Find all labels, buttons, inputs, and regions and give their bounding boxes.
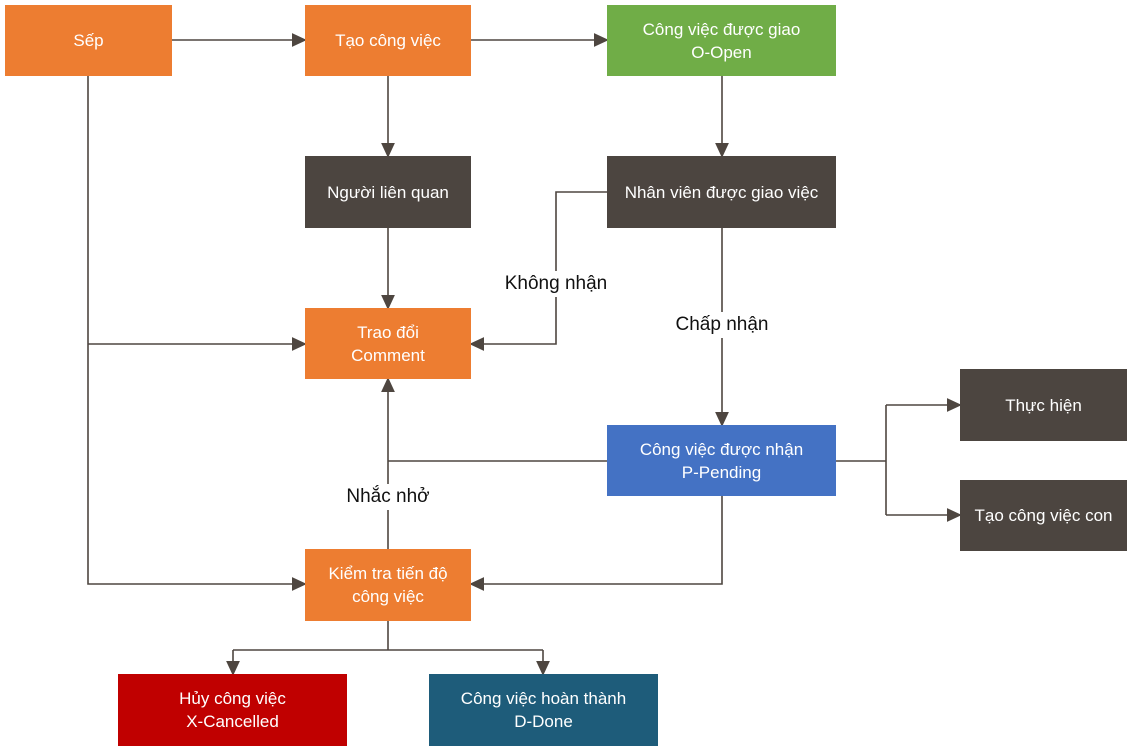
node-status: D-Done	[514, 712, 573, 731]
node-label: Nhân viên được giao việc	[624, 182, 819, 202]
node-sep: Sếp	[5, 5, 172, 76]
node-nguoi-lien-quan: Người liên quan	[305, 156, 471, 228]
edge-label-khong-nhan: Không nhận	[501, 271, 611, 297]
node-label: Công việc được nhận	[639, 439, 804, 459]
node-huy-cong-viec: Hủy công việc X-Cancelled	[118, 674, 347, 746]
node-label: Trao đổi	[357, 322, 419, 342]
node-cong-viec-hoan-thanh: Công việc hoàn thành D-Done	[429, 674, 658, 746]
node-label: Tạo công việc	[335, 31, 441, 50]
edge-label-chap-nhan: Chấp nhận	[672, 312, 772, 338]
arrow-sep-to-kiem-tra	[87, 76, 305, 584]
node-label: Sếp	[73, 31, 104, 50]
node-sublabel: Comment	[351, 345, 425, 365]
node-label: Kiểm tra tiến độ	[328, 564, 448, 583]
arrow-duoc-nhan-to-kiem-tra	[471, 496, 723, 584]
node-trao-doi: Trao đổi Comment	[305, 308, 471, 379]
edge-label-nhac-nho: Nhắc nhở	[343, 484, 433, 510]
node-status: P-Pending	[681, 462, 762, 482]
node-kiem-tra-tien-do: Kiểm tra tiến độ công việc	[305, 549, 471, 621]
node-label: Người liên quan	[327, 182, 449, 202]
node-label: Công việc hoàn thành	[460, 689, 627, 708]
node-sublabel: công việc	[352, 587, 424, 606]
node-cong-viec-duoc-nhan: Công việc được nhận P-Pending	[607, 425, 836, 496]
node-label: Thực hiện	[1005, 395, 1082, 415]
node-cong-viec-duoc-giao: Công việc được giao O-Open	[607, 5, 836, 76]
node-nhan-vien-duoc-giao-viec: Nhân viên được giao việc	[607, 156, 836, 228]
node-thuc-hien: Thực hiện	[960, 369, 1127, 441]
node-status: X-Cancelled	[186, 712, 279, 731]
arrow-nhan-vien-khong-nhan-to-trao-doi	[471, 191, 607, 344]
node-label: Tạo công việc con	[974, 506, 1113, 525]
node-label: Công việc được giao	[642, 19, 801, 39]
node-status: O-Open	[691, 42, 752, 62]
node-tao-cong-viec-con: Tạo công việc con	[960, 480, 1127, 551]
node-label: Hủy công việc	[179, 689, 286, 708]
node-tao-cong-viec: Tạo công việc	[305, 5, 471, 76]
